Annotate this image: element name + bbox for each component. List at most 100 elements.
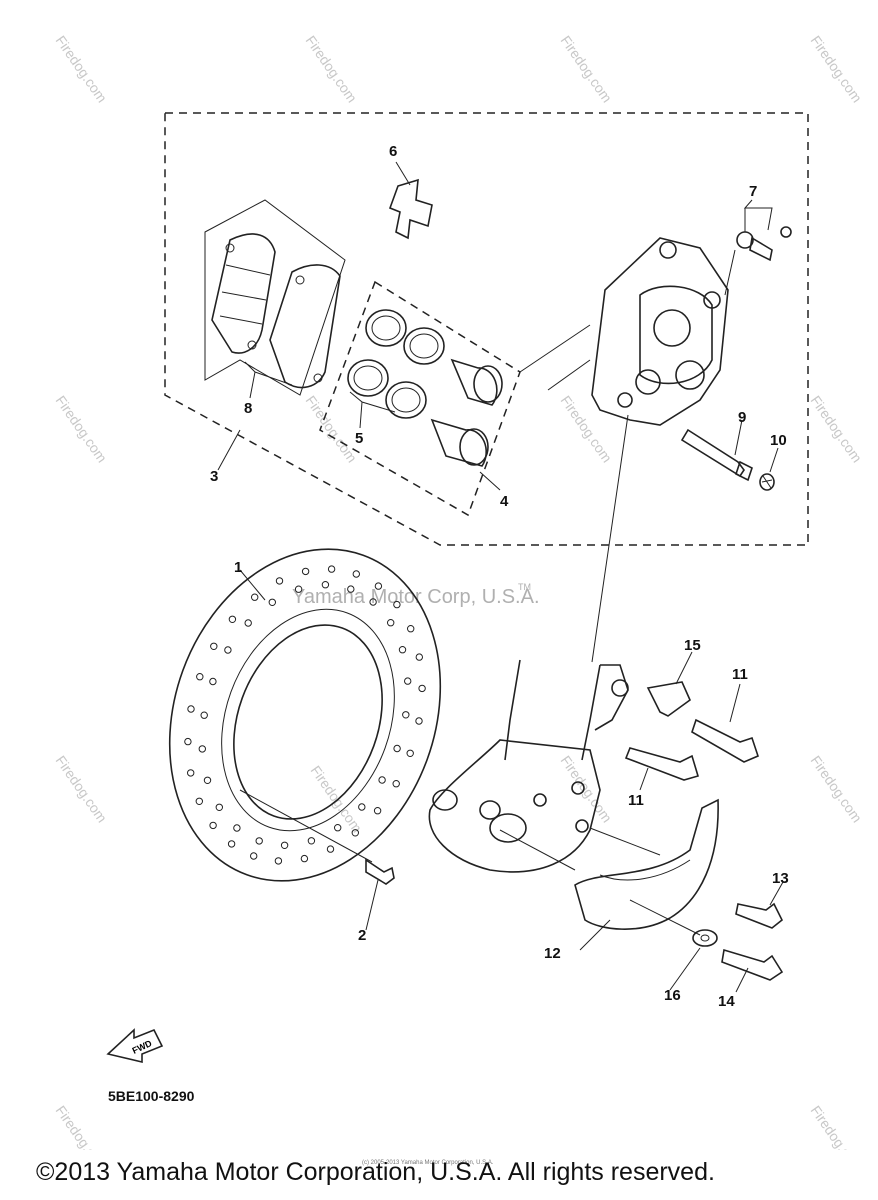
disc-hole	[334, 824, 342, 832]
disc-hole	[373, 807, 382, 815]
disc-hole	[418, 684, 426, 693]
disc-hole	[351, 829, 359, 837]
disc-hole	[415, 653, 423, 661]
watermark-site: Firedog.com	[53, 753, 111, 826]
callout-5: 5	[355, 430, 363, 447]
bolt-plug	[759, 473, 775, 491]
watermarks: Firedog.com Firedog.com Firedog.com Fire…	[53, 33, 866, 1150]
disc-hole	[274, 857, 283, 865]
disc-hole	[268, 598, 276, 606]
disc-hole	[250, 852, 258, 860]
disc-hole	[184, 737, 192, 746]
disc-hole	[187, 769, 195, 777]
watermark-site: Firedog.com	[53, 33, 111, 106]
disc-hole	[301, 567, 310, 576]
disc-hole	[358, 803, 366, 811]
mounting-bolt	[624, 747, 699, 781]
hose-guide	[646, 681, 691, 717]
disc-hole	[255, 837, 263, 845]
cover-bolt	[721, 948, 784, 981]
watermark-site: Firedog.com	[303, 393, 361, 466]
disc-hole	[200, 711, 208, 719]
tiny-copyright: (c) 2005-2013 Yamaha Motor Corporation, …	[362, 1160, 494, 1166]
caliper-body	[519, 237, 729, 426]
disc-hole	[307, 837, 316, 845]
callout-15: 15	[684, 637, 701, 654]
disc-hole	[378, 776, 386, 784]
mounting-bolt	[691, 718, 759, 763]
disc-hole	[198, 745, 207, 753]
disc-cover	[574, 798, 719, 930]
disc-hole	[352, 570, 360, 578]
disc-hole	[406, 749, 414, 757]
disc-hole	[321, 581, 330, 589]
watermark-site: Firedog.com	[808, 1103, 866, 1150]
callout-10: 10	[770, 432, 787, 449]
disc-hole	[369, 598, 377, 606]
washer	[692, 929, 718, 947]
callout-3: 3	[210, 468, 218, 485]
disc-hole	[393, 600, 401, 609]
disc-hole	[404, 677, 412, 685]
disc-hole	[393, 744, 401, 753]
disc-hole	[374, 582, 383, 590]
pistons-and-seals	[347, 309, 503, 467]
pad-spring	[388, 178, 433, 240]
part-number: 5BE100-8290	[108, 1088, 195, 1104]
disc-hole	[227, 840, 236, 848]
callout-6: 6	[389, 143, 397, 160]
watermark-site: Firedog.com	[558, 753, 616, 826]
callout-14: 14	[718, 993, 735, 1010]
bleed-screw	[724, 226, 792, 296]
callout-4: 4	[500, 493, 509, 510]
callout-9: 9	[738, 409, 746, 426]
disc-hole	[195, 797, 204, 805]
parts-diagram: Firedog.com Firedog.com Firedog.com Fire…	[53, 33, 866, 1150]
disc-hole	[294, 585, 303, 593]
callout-13: 13	[772, 870, 789, 887]
disc-hole	[398, 646, 407, 654]
disc-hole	[196, 673, 204, 681]
disc-hole	[326, 845, 335, 853]
callout-2: 2	[358, 927, 366, 944]
watermark-site: Firedog.com	[558, 33, 616, 106]
fork-leg	[428, 659, 629, 873]
disc-hole	[209, 821, 217, 830]
watermark-site: Firedog.com	[808, 33, 866, 106]
leader-lines	[217, 161, 784, 993]
disc-hole	[233, 824, 241, 832]
watermark-site: Firedog.com	[808, 393, 866, 466]
disc-hole	[224, 646, 232, 654]
callout-11: 11	[732, 666, 748, 683]
caliper-bolt	[680, 428, 753, 482]
disc-hole	[203, 776, 212, 784]
disc-hole	[415, 717, 423, 725]
disc-hole	[228, 615, 237, 623]
disc-hole	[215, 803, 224, 811]
disc-hole	[300, 854, 309, 863]
disc-hole	[407, 625, 415, 633]
disc-hole	[387, 619, 395, 627]
disc-hole	[210, 642, 218, 650]
brake-disc	[168, 548, 442, 882]
disc-bolt	[365, 858, 395, 885]
watermark-site: Firedog.com	[303, 33, 361, 106]
callout-7: 7	[749, 183, 757, 200]
disc-hole	[244, 619, 252, 627]
callout-11: 11	[628, 792, 644, 809]
brake-pads	[204, 199, 346, 396]
disc-hole	[280, 841, 289, 849]
disc-hole	[275, 577, 284, 585]
copyright-notice: ©2013 Yamaha Motor Corporation, U.S.A. A…	[36, 1158, 715, 1186]
disc-hole	[209, 677, 217, 686]
watermark-site: Firedog.com	[558, 393, 616, 466]
callout-1: 1	[234, 559, 242, 576]
callout-8: 8	[244, 400, 252, 417]
callout-16: 16	[664, 987, 681, 1004]
disc-hole	[327, 565, 336, 573]
disc-hole	[402, 711, 410, 719]
callout-labels: 1 2 3 4 5 6 7 8 9 10 11 11 12 13 14 15 1…	[210, 143, 789, 1010]
fwd-arrow-icon: FWD	[106, 1028, 164, 1064]
watermark-tm: TM	[518, 582, 531, 592]
callout-12: 12	[544, 945, 561, 962]
